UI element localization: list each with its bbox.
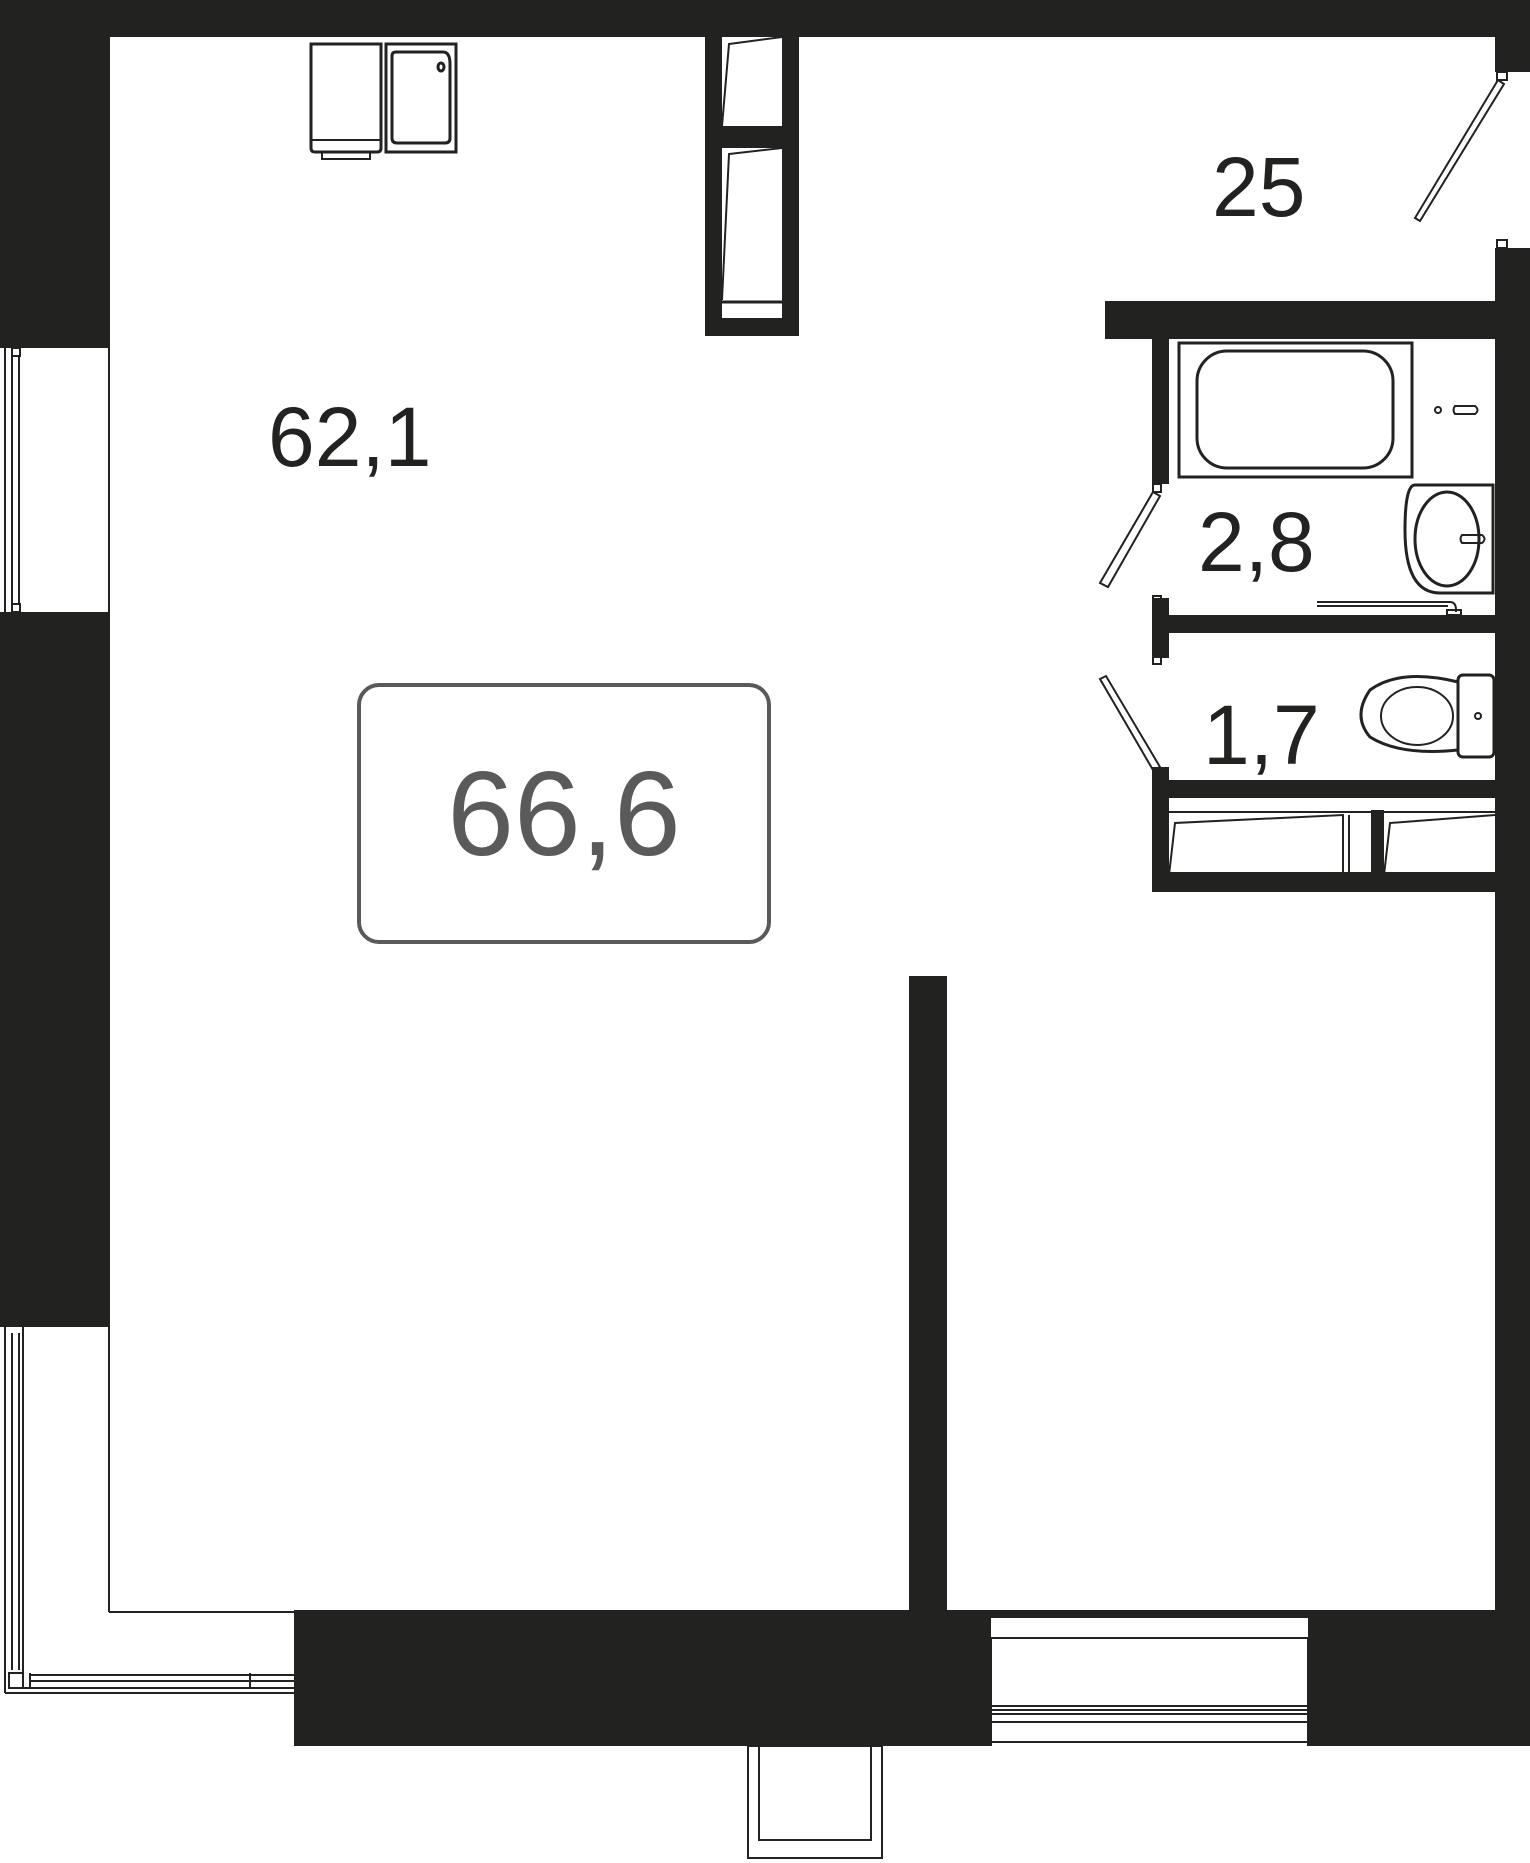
toilet (1359, 673, 1496, 759)
window-left-upper (4, 347, 21, 613)
room-area-living-kitchen: 62,1 (268, 390, 432, 484)
bathroom-door (1098, 483, 1162, 605)
window-left-lower (4, 1327, 294, 1694)
stove (309, 42, 383, 160)
window-bottom (990, 1637, 1309, 1746)
room-area-hallway: 25 (1212, 140, 1306, 234)
exterior-walls (0, 0, 1530, 1746)
entrance-door (1413, 37, 1530, 249)
towel-rail (1317, 601, 1462, 616)
kitchen-sink (384, 42, 458, 154)
inner-outline (108, 348, 294, 1613)
hall-closet (1168, 811, 1496, 876)
wardrobe (705, 36, 799, 336)
bathtub (1177, 341, 1479, 479)
bathroom-walls (1105, 301, 1495, 892)
room-area-bathroom: 2,8 (1198, 495, 1315, 589)
total-area-badge: 66,6 (357, 683, 771, 944)
total-area-value: 66,6 (447, 746, 681, 881)
partition-wall (909, 976, 947, 1612)
balcony-step (747, 1745, 883, 1859)
washbasin (1403, 483, 1495, 595)
room-area-toilet: 1,7 (1203, 688, 1320, 782)
toilet-door (1098, 655, 1162, 779)
